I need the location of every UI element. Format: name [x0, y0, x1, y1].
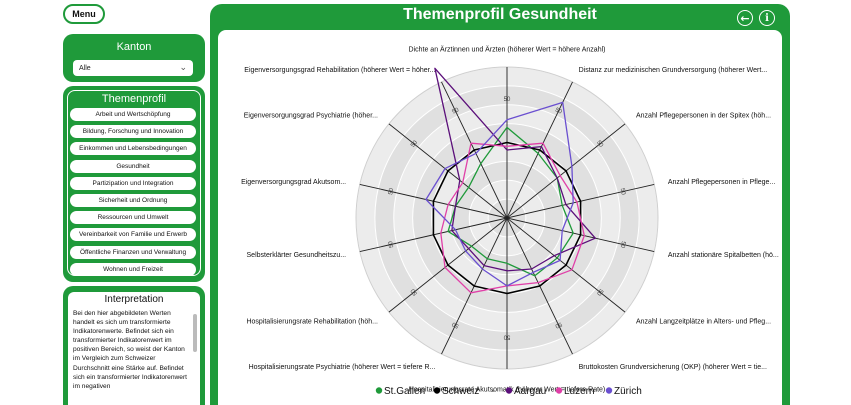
- tick-label: 50: [504, 97, 511, 103]
- tick-label: 50: [410, 287, 419, 296]
- legend-label: Zürich: [614, 386, 642, 397]
- theme-button-sicherheit[interactable]: Sicherheit und Ordnung: [70, 193, 196, 207]
- radar-chart: 50 50 50 50 50 50 50 50 50 50 50 50 50 50 Dichte an Är…: [241, 46, 779, 398]
- chevron-down-icon: ⌄: [179, 62, 187, 72]
- legend-label: Aargau: [514, 386, 546, 397]
- theme-list: Arbeit und Wertschöpfung Bildung, Forsch…: [70, 108, 196, 280]
- legend-marker: [433, 387, 441, 394]
- info-icon[interactable]: i: [759, 10, 775, 26]
- legend-marker: [505, 387, 513, 394]
- legend-label: Luzern: [564, 386, 595, 397]
- axis-label: Eigenversorgungsgrad Rehabilitation (höh…: [244, 67, 435, 74]
- axis-label: Hospitalisierungsrate Rehabilitation (hö…: [246, 318, 378, 325]
- kanton-selected-value: Alle: [79, 64, 91, 72]
- interpretation-title: Interpretation: [104, 294, 164, 305]
- theme-button-vereinbarkeit[interactable]: Vereinbarkeit von Familie und Erwerb: [70, 228, 196, 242]
- theme-button-einkommen[interactable]: Einkommen und Lebensbedingungen: [70, 142, 196, 156]
- kanton-title: Kanton: [116, 41, 152, 53]
- theme-button-finanzen[interactable]: Öffentliche Finanzen und Verwaltung: [70, 245, 196, 259]
- legend-label: St.Gallen: [384, 386, 425, 397]
- axis-label: Bruttokosten Grundversicherung (OKP) (hö…: [579, 364, 767, 371]
- themenprofil-title: Themenprofil: [101, 93, 167, 105]
- theme-button-ressourcen[interactable]: Ressourcen und Umwelt: [70, 211, 196, 225]
- page-title: Themenprofil Gesundheit: [403, 6, 597, 23]
- axis-label: Anzahl Langzeitplätze in Alters- und Pfl…: [636, 318, 771, 325]
- axis-label: Anzahl stationäre Spitalbetten (hö...: [668, 252, 779, 259]
- back-arrow-icon[interactable]: ←: [737, 10, 753, 26]
- legend-marker: [375, 387, 383, 394]
- tick-label: 50: [410, 139, 419, 148]
- tick-label: 50: [388, 240, 395, 248]
- axis-label: Eigenversorgungsgrad Akutsom...: [241, 179, 346, 186]
- theme-button-bildung[interactable]: Bildung, Forschung und Innovation: [70, 125, 196, 139]
- axis-label: Anzahl Pflegepersonen in Pflege...: [668, 179, 775, 186]
- axis-label: Hospitalisierungsrate Psychiatrie (höher…: [249, 364, 436, 371]
- tick-label: 50: [388, 187, 395, 195]
- tick-label: 50: [618, 240, 625, 248]
- chart-area: 50 50 50 50 50 50 50 50 50 50 50 50 50 50 Dichte an Är…: [218, 30, 782, 405]
- theme-button-gesundheit[interactable]: Gesundheit: [70, 159, 196, 173]
- theme-button-arbeit[interactable]: Arbeit und Wertschöpfung: [70, 108, 196, 121]
- kanton-panel: Kanton Alle ⌄: [63, 34, 205, 82]
- tick-label: 50: [595, 140, 604, 149]
- interpretation-scrollbar[interactable]: [193, 314, 197, 352]
- legend-label: -: [491, 386, 494, 397]
- axis-label: Distanz zur medizinischen Grundversorgun…: [579, 67, 768, 74]
- tick-label: 50: [554, 107, 563, 116]
- tick-label: 50: [553, 320, 562, 329]
- axis-label: Selbsterklärter Gesundheitszu...: [247, 252, 347, 259]
- interpretation-box[interactable]: Interpretation Bei den hier abgebildeten…: [68, 292, 200, 405]
- tick-label: 50: [503, 333, 510, 339]
- theme-button-partizipation[interactable]: Partizipation und Integration: [70, 176, 196, 190]
- axis-label: Dichte an Ärztinnen und Ärzten (höherer …: [409, 46, 606, 54]
- series-line-zrich: [425, 101, 574, 287]
- kanton-select[interactable]: Alle ⌄: [73, 60, 193, 76]
- tick-label: 50: [619, 188, 626, 196]
- menu-button[interactable]: Menu: [63, 4, 105, 24]
- interpretation-panel: Interpretation Bei den hier abgebildeten…: [63, 286, 205, 405]
- tick-label: 50: [595, 287, 604, 296]
- legend-marker: [555, 387, 563, 394]
- tick-label: 50: [451, 107, 460, 116]
- legend-marker: [605, 387, 613, 394]
- interpretation-text: Bei den hier abgebildeten Werten handelt…: [73, 310, 187, 390]
- tick-label: 50: [451, 320, 460, 329]
- series-line-schweiz: [432, 141, 582, 295]
- axis-label: Anzahl Pflegepersonen in der Spitex (höh…: [636, 113, 771, 120]
- themenprofil-panel: Themenprofil Arbeit und Wertschöpfung Bi…: [63, 86, 205, 282]
- theme-button-wohnen[interactable]: Wohnen und Freizeit: [70, 262, 196, 276]
- series-line-stgallen: [447, 126, 574, 277]
- axis-label: Eigenversorgungsgrad Psychiatrie (höher.…: [244, 113, 378, 120]
- legend-label: Schweiz: [442, 386, 479, 397]
